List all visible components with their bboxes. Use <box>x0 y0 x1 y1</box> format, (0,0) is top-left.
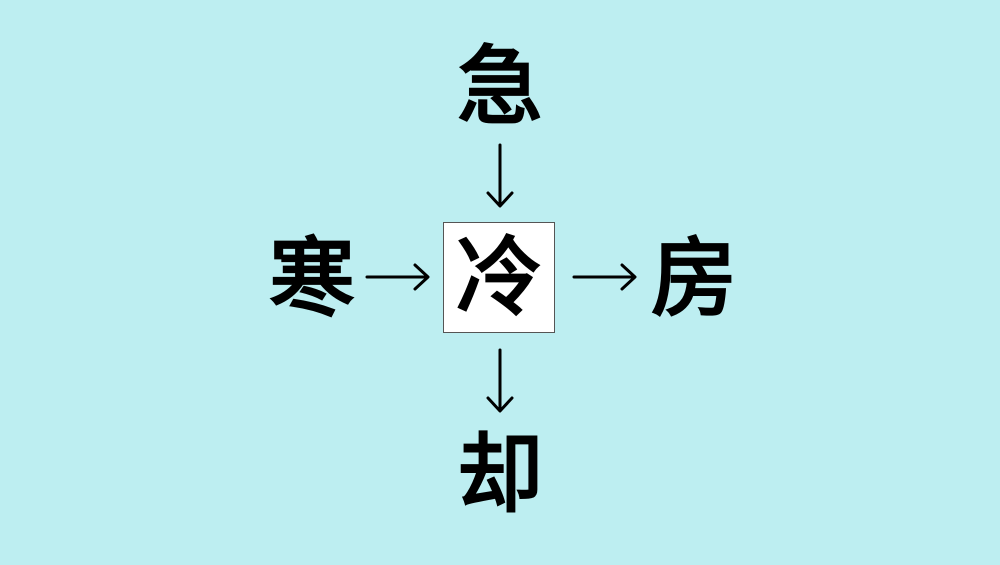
right-kanji: 房 <box>651 229 737 329</box>
left-kanji: 寒 <box>269 229 355 329</box>
answer-box[interactable]: 冷 <box>443 222 555 333</box>
arrow-right-left <box>365 263 430 291</box>
center-kanji: 冷 <box>456 228 542 328</box>
arrow-right-center <box>572 263 637 291</box>
arrow-down-center <box>486 348 514 413</box>
top-kanji: 急 <box>457 37 543 137</box>
arrow-down-top <box>486 143 514 208</box>
bottom-kanji: 却 <box>457 425 543 525</box>
